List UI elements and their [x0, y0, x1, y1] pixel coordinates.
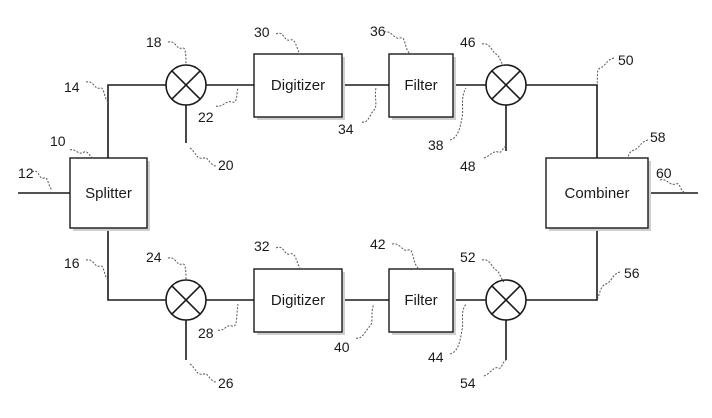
ref-12: 12	[18, 165, 34, 181]
filter-block-top: Filter	[388, 53, 456, 120]
reference-numerals: 12 10 14 16 18 22 20 24 28 26 30 32 34 4…	[18, 23, 672, 391]
ref-44: 44	[428, 349, 444, 365]
combiner-label: Combiner	[564, 185, 629, 202]
splitter-block: Splitter	[69, 157, 150, 231]
ref-34: 34	[338, 121, 354, 137]
ref-42: 42	[370, 236, 386, 252]
filter-top-label: Filter	[404, 77, 437, 94]
ref-46: 46	[460, 34, 476, 50]
ref-28: 28	[198, 325, 214, 341]
wiring	[18, 84, 698, 360]
wire-mixer52-combiner	[526, 228, 598, 301]
digitizer-block-bottom: Digitizer	[253, 268, 345, 335]
ref-26: 26	[218, 375, 234, 391]
ref-18: 18	[146, 34, 162, 50]
combiner-block: Combiner	[545, 157, 651, 231]
mixer-icon	[485, 279, 527, 321]
ref-52: 52	[460, 249, 476, 265]
filter-block-bottom: Filter	[388, 268, 456, 335]
wire-mixer46-combiner	[526, 84, 598, 158]
ref-36: 36	[370, 23, 386, 39]
ref-60: 60	[656, 165, 672, 181]
ref-14: 14	[64, 79, 80, 95]
ref-22: 22	[198, 109, 214, 125]
ref-50: 50	[618, 52, 634, 68]
ref-56: 56	[624, 265, 640, 281]
ref-24: 24	[146, 249, 162, 265]
digitizer-block-top: Digitizer	[253, 53, 345, 120]
ref-58: 58	[650, 129, 666, 145]
ref-30: 30	[254, 24, 270, 40]
digitizer-bottom-label: Digitizer	[271, 292, 325, 309]
mixer-icon	[485, 64, 527, 106]
ref-40: 40	[334, 339, 350, 355]
ref-54: 54	[460, 375, 476, 391]
ref-38: 38	[428, 137, 444, 153]
ref-10: 10	[50, 133, 66, 149]
top-branch-wire	[107, 84, 166, 158]
mixer-icon	[165, 64, 207, 106]
digitizer-top-label: Digitizer	[271, 77, 325, 94]
mixer-icon	[165, 279, 207, 321]
bottom-branch-wire	[107, 228, 166, 301]
ref-16: 16	[64, 255, 80, 271]
ref-20: 20	[218, 157, 234, 173]
splitter-label: Splitter	[85, 185, 132, 202]
ref-32: 32	[254, 238, 270, 254]
ref-48: 48	[460, 158, 476, 174]
leader-lines	[31, 31, 685, 383]
filter-bottom-label: Filter	[404, 292, 437, 309]
